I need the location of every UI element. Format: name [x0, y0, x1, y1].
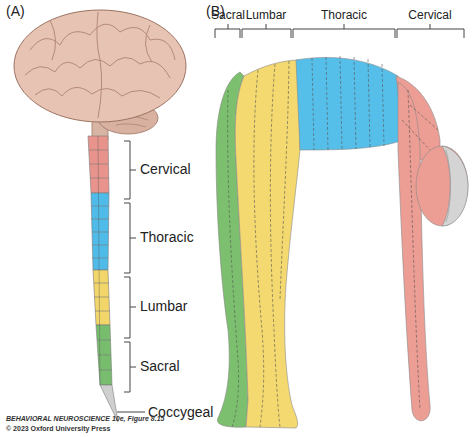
spinal-cord: [88, 136, 118, 422]
region-name: Sacral: [140, 359, 180, 374]
region-name: Thoracic: [321, 9, 367, 22]
region-name: Lumbar: [246, 9, 287, 22]
region-name: Thoracic: [140, 230, 194, 245]
region-name: Cervical: [140, 162, 191, 177]
credit-line: © 2023 Oxford University Press: [6, 425, 110, 433]
region-name: Cervical: [408, 9, 451, 22]
region-name: Lumbar: [140, 299, 187, 314]
dermatome-figure: [216, 56, 468, 428]
panel-letter: (A): [6, 4, 25, 19]
region-name: Sacral: [211, 9, 245, 22]
brain: [14, 10, 186, 140]
bracket: [215, 24, 464, 38]
credit-line: BEHAVIORAL NEUROSCIENCE 10e, Figure 8.15: [6, 415, 164, 423]
